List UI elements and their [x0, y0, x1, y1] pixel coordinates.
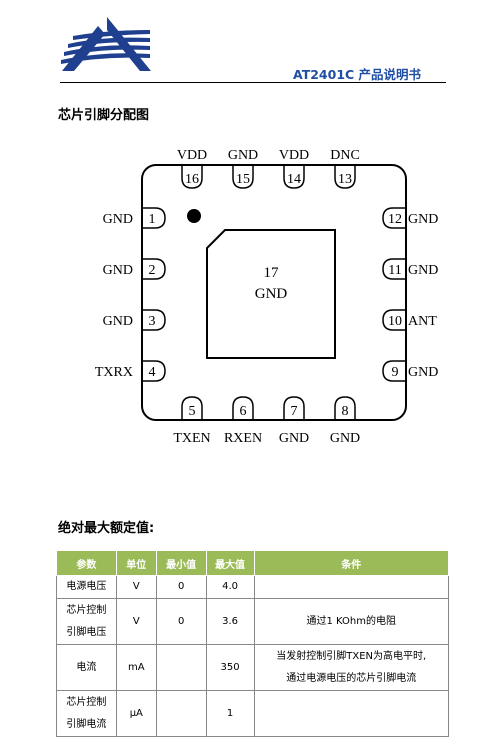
svg-text:2: 2 — [149, 263, 156, 278]
min-cell — [155, 644, 207, 691]
svg-text:6: 6 — [240, 404, 247, 419]
min-cell — [155, 690, 207, 737]
pin-3: 3 GND — [103, 309, 166, 331]
table-row: 芯片控制引脚电压 V 0 3.6 通过1 KOhm的电阻 — [56, 598, 450, 645]
absolute-max-ratings-table: 参数 单位 最小值 最大值 条件 电源电压 V 0 4.0 芯片控制引脚电压 V… — [56, 550, 450, 737]
pin-4: 4 TXRX — [95, 360, 166, 382]
left-pins: 1 GND 2 GND 3 GND 4 TXRX — [95, 207, 166, 382]
pin-11: 11 GND — [382, 258, 438, 280]
pinout-section-title: 芯片引脚分配图 — [58, 108, 150, 123]
pin-label: GND — [103, 314, 133, 329]
pin-label: VDD — [279, 148, 309, 163]
pin-label: TXRX — [95, 365, 133, 380]
pin-label: DNC — [330, 148, 360, 163]
pin-label: RXEN — [224, 431, 262, 446]
svg-text:3: 3 — [149, 314, 156, 329]
svg-text:14: 14 — [287, 172, 301, 187]
pin-13: 13 DNC — [330, 148, 360, 189]
top-pins: 16 VDD 15 GND 14 VDD 13 DNC — [177, 148, 360, 189]
center-pad — [206, 229, 336, 359]
param-cell: 电源电压 — [56, 575, 117, 599]
package-outline — [141, 164, 407, 421]
pinout-diagram: 17 GND 16 VDD 15 GND 14 VDD 13 DNC 1 GND — [95, 148, 438, 446]
unit-cell: mA — [115, 644, 157, 691]
param-cell: 电流 — [56, 644, 117, 691]
pin-label: GND — [103, 263, 133, 278]
bottom-pins: 5 TXEN 6 RXEN 7 GND 8 GND — [173, 396, 360, 446]
param-cell: 芯片控制引脚电压 — [56, 598, 117, 645]
pin-5: 5 TXEN — [173, 396, 211, 446]
pin-6: 6 RXEN — [224, 396, 262, 446]
pin-label: GND — [228, 148, 258, 163]
max-cell: 4.0 — [205, 575, 255, 599]
table-header-row: 参数 单位 最小值 最大值 条件 — [56, 550, 450, 576]
company-logo — [61, 17, 151, 71]
svg-text:11: 11 — [388, 263, 401, 278]
condition-cell — [253, 575, 450, 599]
header-min: 最小值 — [155, 550, 207, 576]
pin-label: GND — [103, 212, 133, 227]
header-divider — [60, 82, 446, 83]
document-header-title: AT2401C 产品说明书 — [293, 67, 422, 82]
pin1-indicator — [187, 209, 201, 223]
svg-text:10: 10 — [388, 314, 402, 329]
header-max: 最大值 — [205, 550, 255, 576]
svg-text:4: 4 — [149, 365, 156, 380]
center-pin-label: GND — [255, 286, 288, 302]
table-row: 电源电压 V 0 4.0 — [56, 575, 450, 599]
param-cell: 芯片控制引脚电流 — [56, 690, 117, 737]
pin-2: 2 GND — [103, 258, 166, 280]
pin-label: GND — [408, 263, 438, 278]
max-cell: 3.6 — [205, 598, 255, 645]
pin-8: 8 GND — [330, 396, 360, 446]
pin-label: GND — [408, 365, 438, 380]
pin-16: 16 VDD — [177, 148, 207, 189]
unit-cell: μA — [115, 690, 157, 737]
condition-cell: 通过1 KOhm的电阻 — [253, 598, 450, 645]
center-pin-number: 17 — [264, 265, 280, 281]
pin-14: 14 VDD — [279, 148, 309, 189]
min-cell: 0 — [155, 575, 207, 599]
pin-1: 1 GND — [103, 207, 166, 229]
unit-cell: V — [115, 598, 157, 645]
pin-7: 7 GND — [279, 396, 309, 446]
pin-label: TXEN — [173, 431, 210, 446]
condition-cell — [253, 690, 450, 737]
pin-label: VDD — [177, 148, 207, 163]
svg-text:13: 13 — [338, 172, 352, 187]
right-pins: 12 GND 11 GND 10 ANT 9 GND — [382, 207, 438, 382]
pin-label: ANT — [408, 314, 437, 329]
condition-cell: 当发射控制引脚TXEN为高电平时,通过电源电压的芯片引脚电流 — [253, 644, 450, 691]
pin-12: 12 GND — [382, 207, 438, 229]
max-cell: 1 — [205, 690, 255, 737]
svg-text:12: 12 — [388, 212, 402, 227]
svg-text:7: 7 — [291, 404, 298, 419]
svg-text:9: 9 — [392, 365, 399, 380]
pin-label: GND — [408, 212, 438, 227]
header-condition: 条件 — [253, 550, 450, 576]
max-cell: 350 — [205, 644, 255, 691]
pin-15: 15 GND — [228, 148, 258, 189]
pin-10: 10 ANT — [382, 309, 437, 331]
min-cell: 0 — [155, 598, 207, 645]
svg-text:5: 5 — [189, 404, 196, 419]
ratings-section-title: 绝对最大额定值: — [58, 521, 155, 536]
header-param: 参数 — [56, 550, 117, 576]
svg-text:15: 15 — [236, 172, 250, 187]
pin-label: GND — [330, 431, 360, 446]
header-unit: 单位 — [115, 550, 157, 576]
table-row: 电流 mA 350 当发射控制引脚TXEN为高电平时,通过电源电压的芯片引脚电流 — [56, 644, 450, 691]
svg-text:16: 16 — [185, 172, 199, 187]
unit-cell: V — [115, 575, 157, 599]
svg-text:1: 1 — [149, 212, 156, 227]
pin-9: 9 GND — [382, 360, 438, 382]
pin-label: GND — [279, 431, 309, 446]
table-row: 芯片控制引脚电流 μA 1 — [56, 690, 450, 737]
svg-text:8: 8 — [342, 404, 349, 419]
